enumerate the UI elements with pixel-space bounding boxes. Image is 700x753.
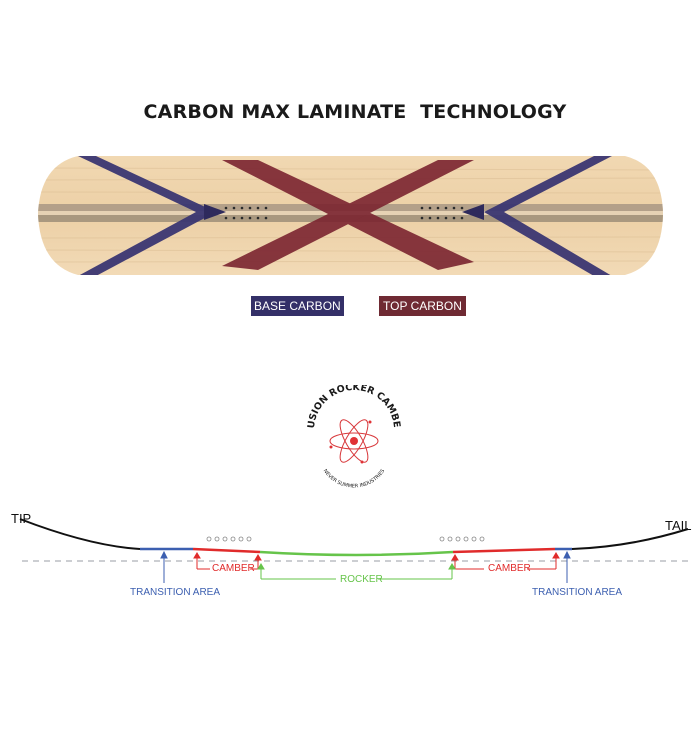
camber-left-label: CAMBER bbox=[212, 563, 255, 574]
insert-holes-right bbox=[420, 206, 464, 220]
tail-label: TAIL bbox=[665, 518, 692, 533]
camber-profile-diagram bbox=[19, 518, 690, 583]
top-carbon-x bbox=[222, 160, 474, 270]
base-carbon-left-arrow bbox=[204, 204, 226, 220]
transition-left-pointer bbox=[160, 550, 168, 583]
rocker-bracket bbox=[257, 563, 456, 580]
transition-right-pointer bbox=[563, 550, 571, 583]
camber-right-line bbox=[452, 547, 556, 554]
page-title: CARBON MAX LAMINATE TECHNOLOGY bbox=[143, 101, 567, 123]
camber-right-bracket bbox=[451, 552, 560, 570]
snowboard-illustration bbox=[38, 156, 663, 275]
insert-dots-left bbox=[206, 536, 252, 542]
tail-curve bbox=[571, 528, 689, 550]
camber-left-bracket bbox=[193, 552, 262, 570]
base-carbon-right-arrow bbox=[462, 204, 484, 220]
atom-icon bbox=[329, 419, 379, 463]
logo-sub-text: NEVER SUMMER INDUSTRIES bbox=[322, 468, 387, 489]
tip-curve bbox=[19, 518, 141, 550]
transition-right-label: TRANSITION AREA bbox=[532, 587, 623, 598]
camber-left-line bbox=[192, 547, 261, 554]
tip-label: TIP bbox=[11, 511, 32, 526]
fusion-rocker-camber-logo: FUSION ROCKER CAMBER NEVER SUMMER INDUST… bbox=[300, 385, 402, 490]
rocker-label: ROCKER bbox=[340, 574, 383, 585]
base-carbon-left bbox=[78, 156, 216, 275]
insert-holes-left bbox=[224, 206, 268, 220]
transition-left-label: TRANSITION AREA bbox=[130, 587, 221, 598]
legend-base-carbon: BASE CARBON bbox=[251, 296, 344, 316]
insert-dots-right bbox=[439, 536, 485, 542]
legend-top-carbon: TOP CARBON bbox=[379, 296, 466, 316]
logo-arc-text: FUSION ROCKER CAMBER bbox=[300, 385, 402, 429]
base-carbon-right bbox=[484, 156, 612, 275]
rocker-line bbox=[259, 550, 454, 557]
camber-right-label: CAMBER bbox=[488, 563, 531, 574]
